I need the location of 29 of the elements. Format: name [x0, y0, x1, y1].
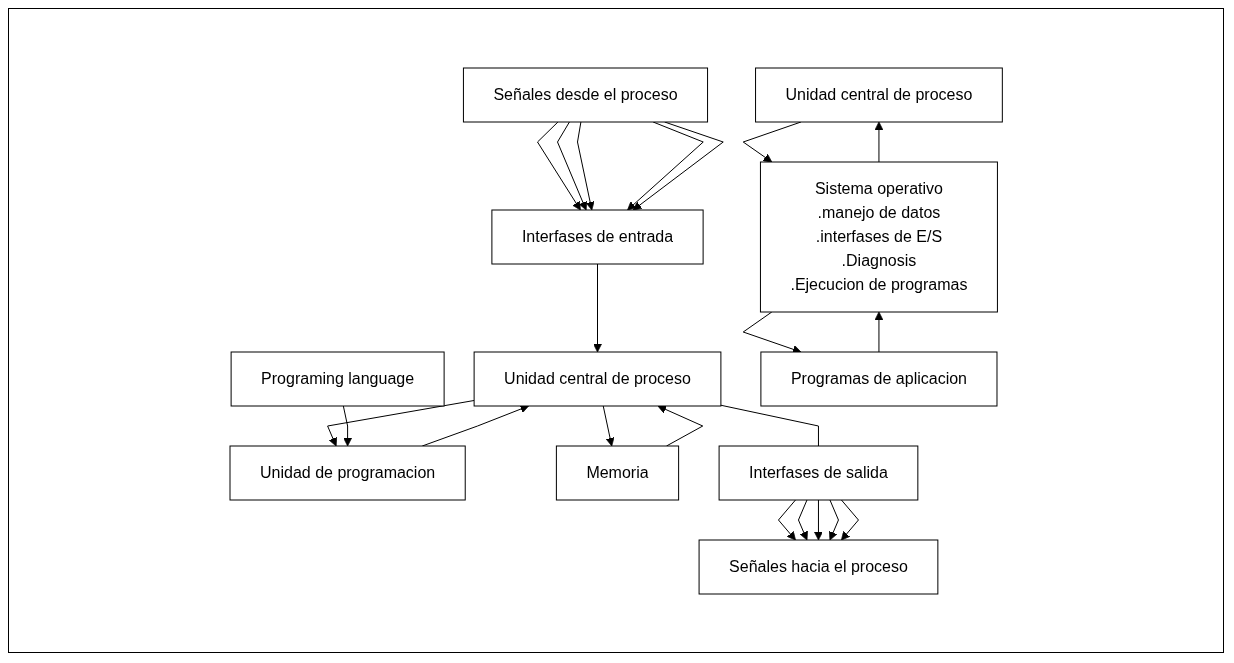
arrow [813, 499, 823, 540]
node-box: Señales hacia el proceso [698, 539, 939, 594]
arrow [828, 499, 839, 540]
node-box: Memoria [555, 445, 679, 500]
arrow [840, 499, 859, 540]
arrow [777, 499, 796, 540]
connector [720, 404, 819, 446]
node-box: Programas de aplicacion [760, 351, 998, 406]
node-box: Unidad central de proceso [754, 67, 1003, 122]
arrow [602, 405, 615, 446]
arrow [576, 121, 595, 210]
node-box: Unidad central de proceso [473, 351, 722, 406]
arrow [874, 121, 884, 162]
node-box: Señales desde el proceso [462, 67, 708, 122]
arrow [592, 263, 602, 352]
arrow [626, 121, 704, 210]
node-box: Programing language [230, 351, 445, 406]
node-box: Unidad de programacion [229, 445, 466, 500]
arrow [326, 399, 475, 446]
node-box: Interfases de salida [718, 445, 919, 500]
arrow [556, 121, 587, 210]
arrow [342, 405, 352, 446]
node-box: Interfases de entrada [491, 209, 704, 264]
arrow [657, 404, 704, 446]
node-box: Sistema operativo .manejo de datos .interfases de E/S .Diagnosis .Ejecucion de programas [759, 161, 998, 312]
arrow [797, 499, 808, 540]
arrow [536, 121, 581, 210]
arrow [874, 311, 884, 352]
arrow [632, 121, 724, 210]
